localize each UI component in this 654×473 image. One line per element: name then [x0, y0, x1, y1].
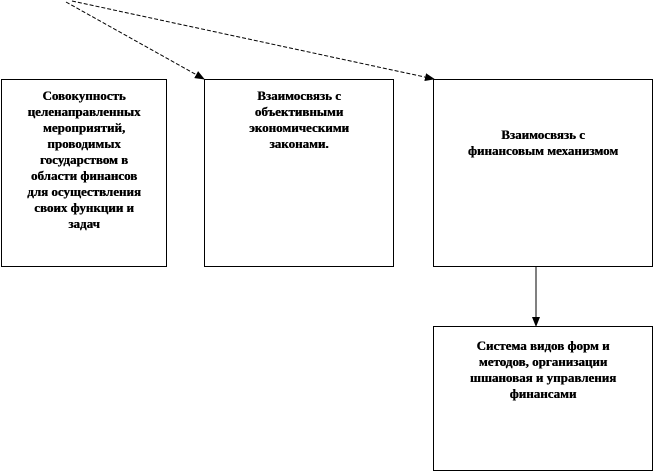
- node-financial-mechanism: Взаимосвязь с финансовым механизмом: [433, 79, 653, 267]
- node-economic-laws-text: Взаимосвязь с объективными экономическим…: [249, 88, 349, 151]
- node-methods-system: Система видов форм и методов, организаци…: [433, 326, 653, 471]
- node-financial-mechanism-text: Взаимосвязь с финансовым механизмом: [467, 127, 619, 158]
- node-state-measures: Совокупность целенаправленных мероприяти…: [1, 79, 167, 267]
- edge-origin-to-box-2: [65, 1, 205, 80]
- node-economic-laws: Взаимосвязь с объективными экономическим…: [204, 79, 394, 267]
- node-methods-system-text: Система видов форм и методов, организаци…: [469, 338, 617, 401]
- node-state-measures-text: Совокупность целенаправленных мероприяти…: [27, 88, 141, 231]
- edge-origin-to-box-3: [71, 0, 435, 82]
